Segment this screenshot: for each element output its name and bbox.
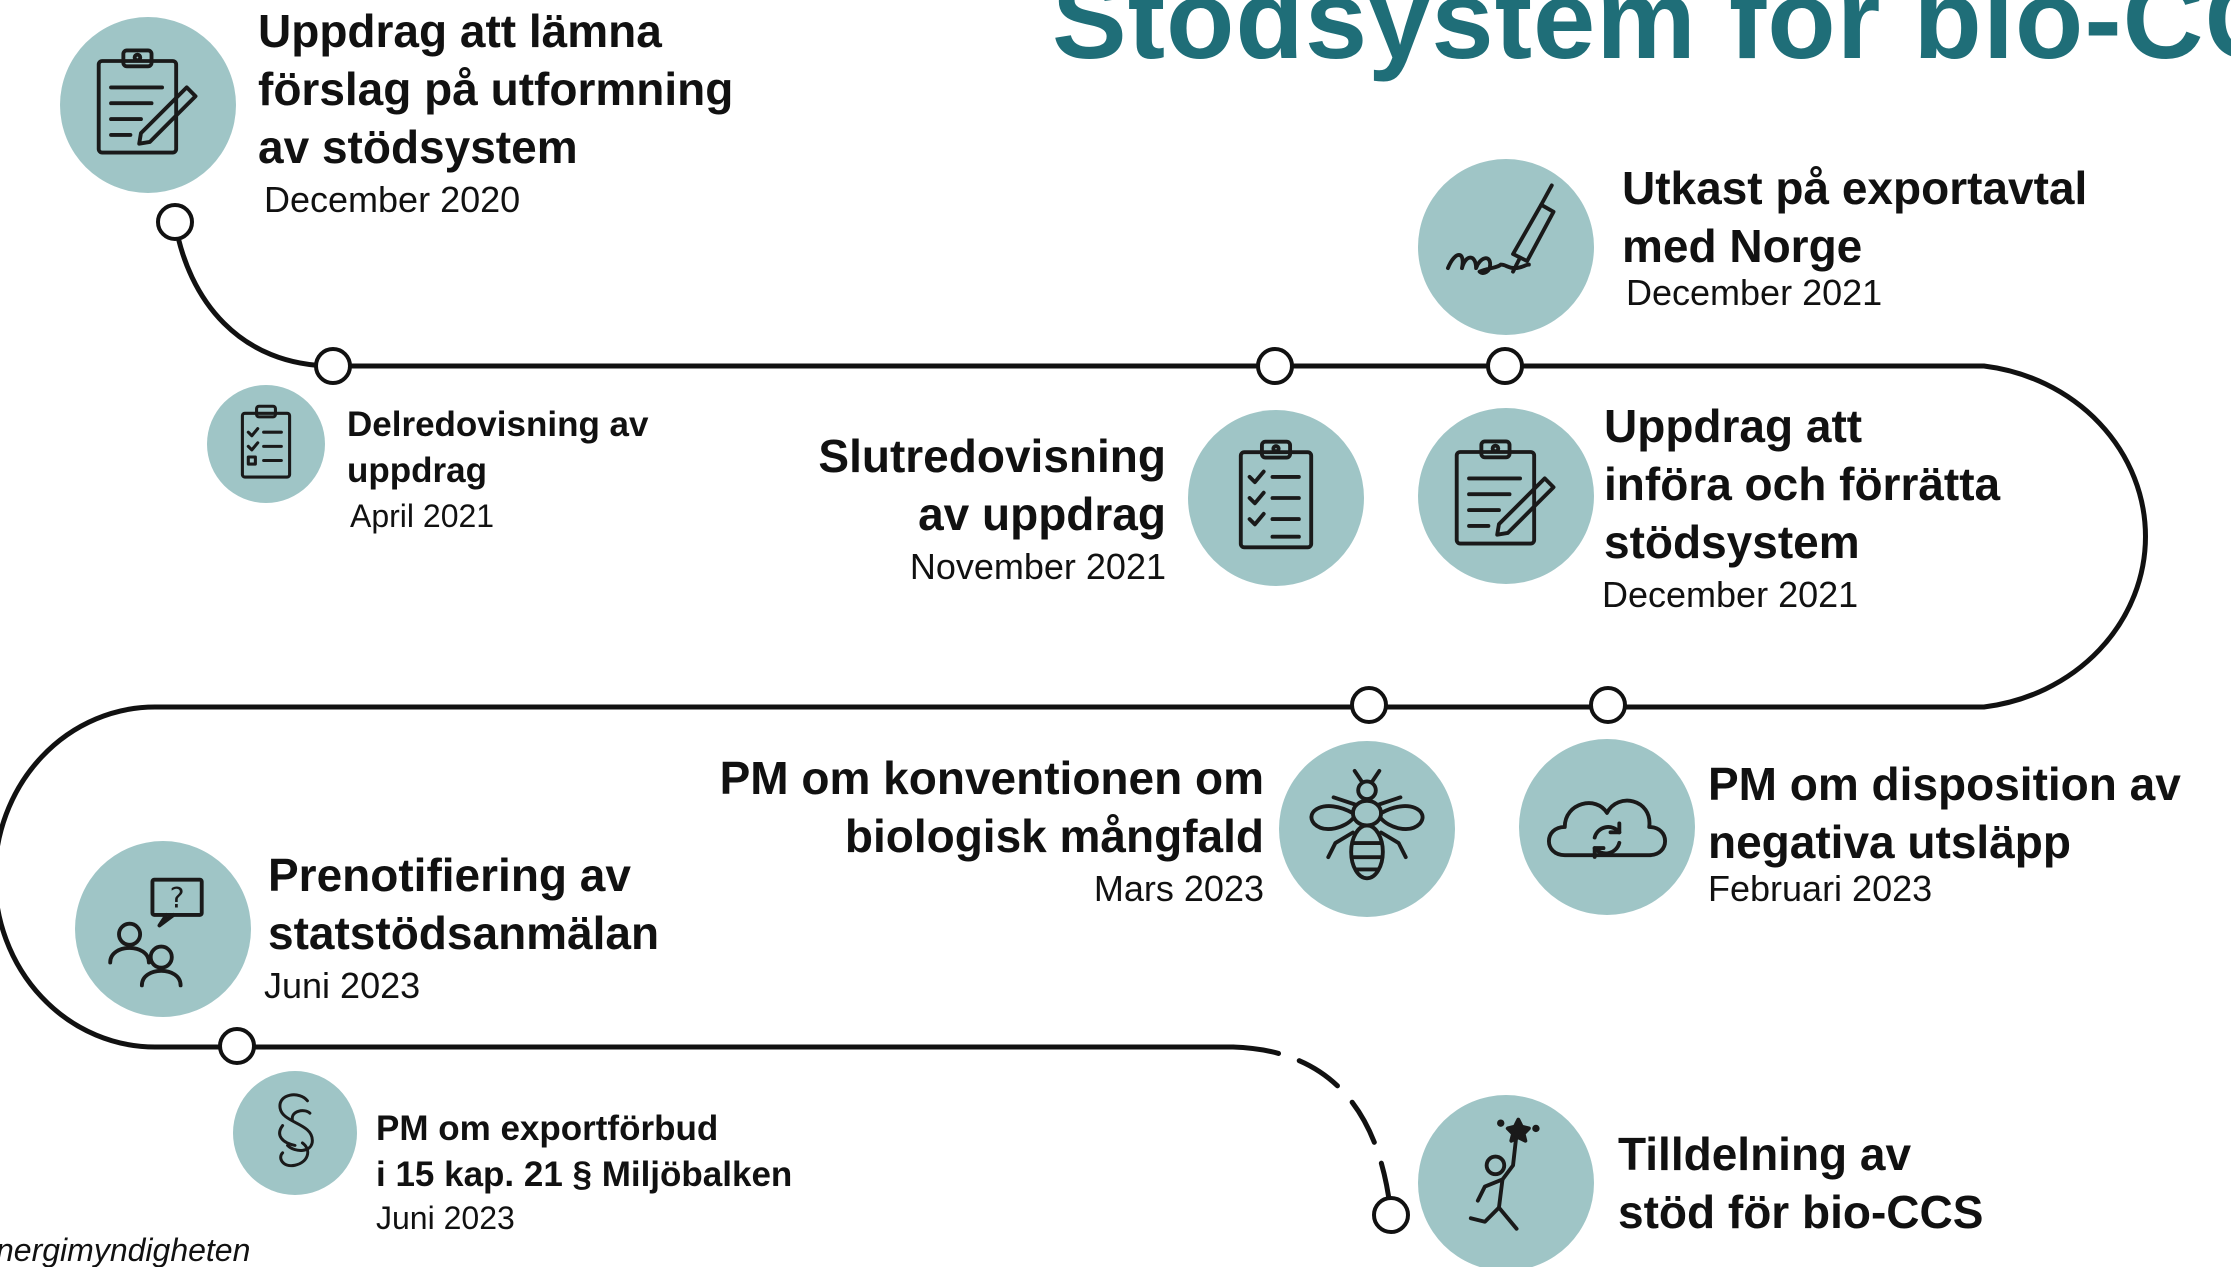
milestone-heading: Tilldelning av [1618,1128,1912,1180]
svg-text:?: ? [170,882,185,915]
milestone-heading: i 15 kap. 21 § Miljöbalken [376,1155,793,1194]
milestone-date: Februari 2023 [1708,868,1933,909]
road-dashed [1230,1044,1394,1218]
milestone-3: Slutredovisning av uppdrag November 2021 [818,427,1166,589]
page-title: Stödsystem för bio-CCS [1052,0,2231,82]
person-reaching-star-icon [1418,1095,1594,1267]
milestone-6: PM om konventionen om biologisk mångfald… [720,749,1264,911]
milestone-date: April 2021 [350,498,495,534]
milestone-date: November 2021 [909,546,1166,587]
milestone-heading: stödsystem [1604,516,1860,568]
node-dec-2020 [156,203,194,241]
node-nov-2021 [1256,347,1294,385]
people-question-icon: ? [75,841,251,1017]
road-row-1 [0,363,2148,1050]
milestone-heading: Uppdrag att [1604,400,1863,452]
milestone-heading: förslag på utformning [258,63,734,115]
milestone-1: Uppdrag att lämna förslag på utformning … [258,2,733,222]
milestone-7: PM om disposition av negativa utsläpp Fe… [1708,755,2181,911]
milestone-heading: statstödsanmälan [268,907,660,959]
milestone-10: Tilldelning av stöd för bio-CCS [1618,1125,1983,1241]
milestone-heading: PM om konventionen om [719,752,1264,804]
milestone-date: Mars 2023 [1093,868,1264,909]
node-apr-2021 [314,347,352,385]
clipboard-pen-icon [60,17,236,193]
node-dec-2021 [1486,347,1524,385]
milestone-heading: Utkast på exportavtal [1622,162,2088,214]
milestone-heading: Delredovisning av [347,405,649,444]
bee-icon [1279,741,1455,917]
checklist-icon [1188,410,1364,586]
milestone-heading: PM om disposition av [1708,758,2181,810]
milestone-9: PM om exportförbud i 15 kap. 21 § Miljöb… [376,1106,792,1238]
cloud-cycle-icon [1519,739,1695,915]
node-mar-2023 [1350,686,1388,724]
clipboard-pen-icon [1418,408,1594,584]
milestone-heading: med Norge [1622,220,1863,272]
milestone-5: Uppdrag att införa och förrätta stödsyst… [1602,397,2001,617]
milestone-date: December 2020 [264,179,521,220]
signature-pen-icon [1418,159,1594,335]
node-final [1372,1196,1410,1234]
milestone-heading: PM om exportförbud [376,1109,719,1148]
milestone-heading: Prenotifiering av [268,849,631,901]
milestone-heading: biologisk mångfald [844,810,1264,862]
node-feb-2023 [1589,686,1627,724]
checklist-icon [207,385,325,503]
milestone-heading: uppdrag [347,451,487,490]
milestone-date: December 2021 [1626,272,1883,313]
milestone-heading: negativa utsläpp [1708,816,2071,868]
milestone-8: Prenotifiering av statstödsanmälan Juni … [264,846,660,1008]
paragraph-icon [233,1071,357,1195]
milestone-heading: Slutredovisning [818,430,1166,482]
milestone-date: Juni 2023 [376,1200,515,1236]
node-jun-2023 [218,1027,256,1065]
milestone-2: Delredovisning av uppdrag April 2021 [347,402,648,536]
milestone-4: Utkast på exportavtal med Norge December… [1622,159,2087,315]
milestone-heading: av stödsystem [258,121,578,173]
milestone-heading: Uppdrag att lämna [258,5,662,57]
milestone-date: December 2021 [1602,574,1859,615]
road-start-curve [172,219,336,369]
logo-text: nergimyndigheten [0,1232,251,1267]
milestone-heading: av uppdrag [918,488,1166,540]
milestone-date: Juni 2023 [264,965,421,1006]
milestone-heading: införa och förrätta [1604,458,2001,510]
milestone-heading: stöd för bio-CCS [1618,1186,1984,1238]
